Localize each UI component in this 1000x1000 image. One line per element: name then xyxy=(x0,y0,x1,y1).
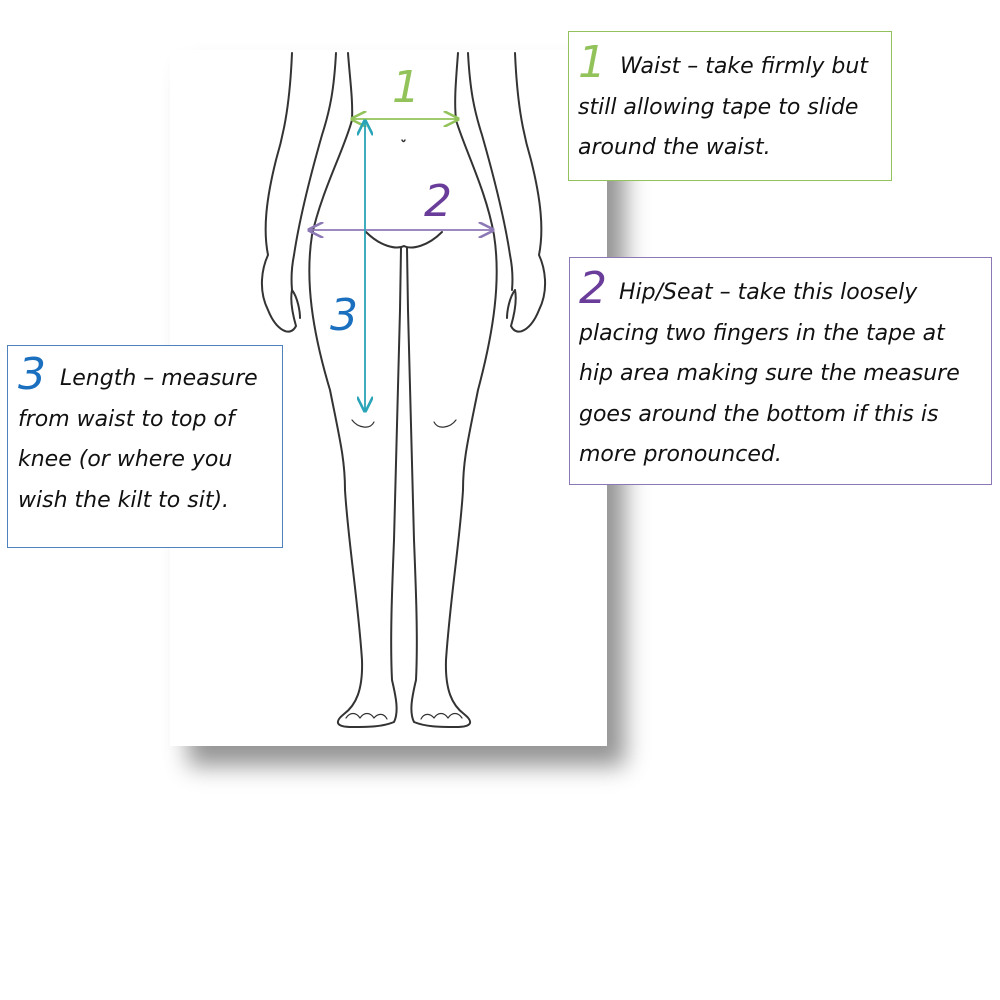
hip-callout-number: 2 xyxy=(579,263,607,314)
length-callout-number: 3 xyxy=(18,349,46,400)
hip-callout-text: Hip/Seat – take this loosely placing two… xyxy=(579,280,960,467)
length-marker-number: 3 xyxy=(330,290,358,341)
waist-marker-number: 1 xyxy=(392,62,420,113)
waist-callout-text: Waist – take firmly but still allowing t… xyxy=(578,54,868,160)
body-outline xyxy=(261,52,546,728)
waist-callout-number: 1 xyxy=(578,37,606,88)
hip-marker-number: 2 xyxy=(424,176,452,227)
length-callout-text: Length – measure from waist to top of kn… xyxy=(18,366,258,513)
